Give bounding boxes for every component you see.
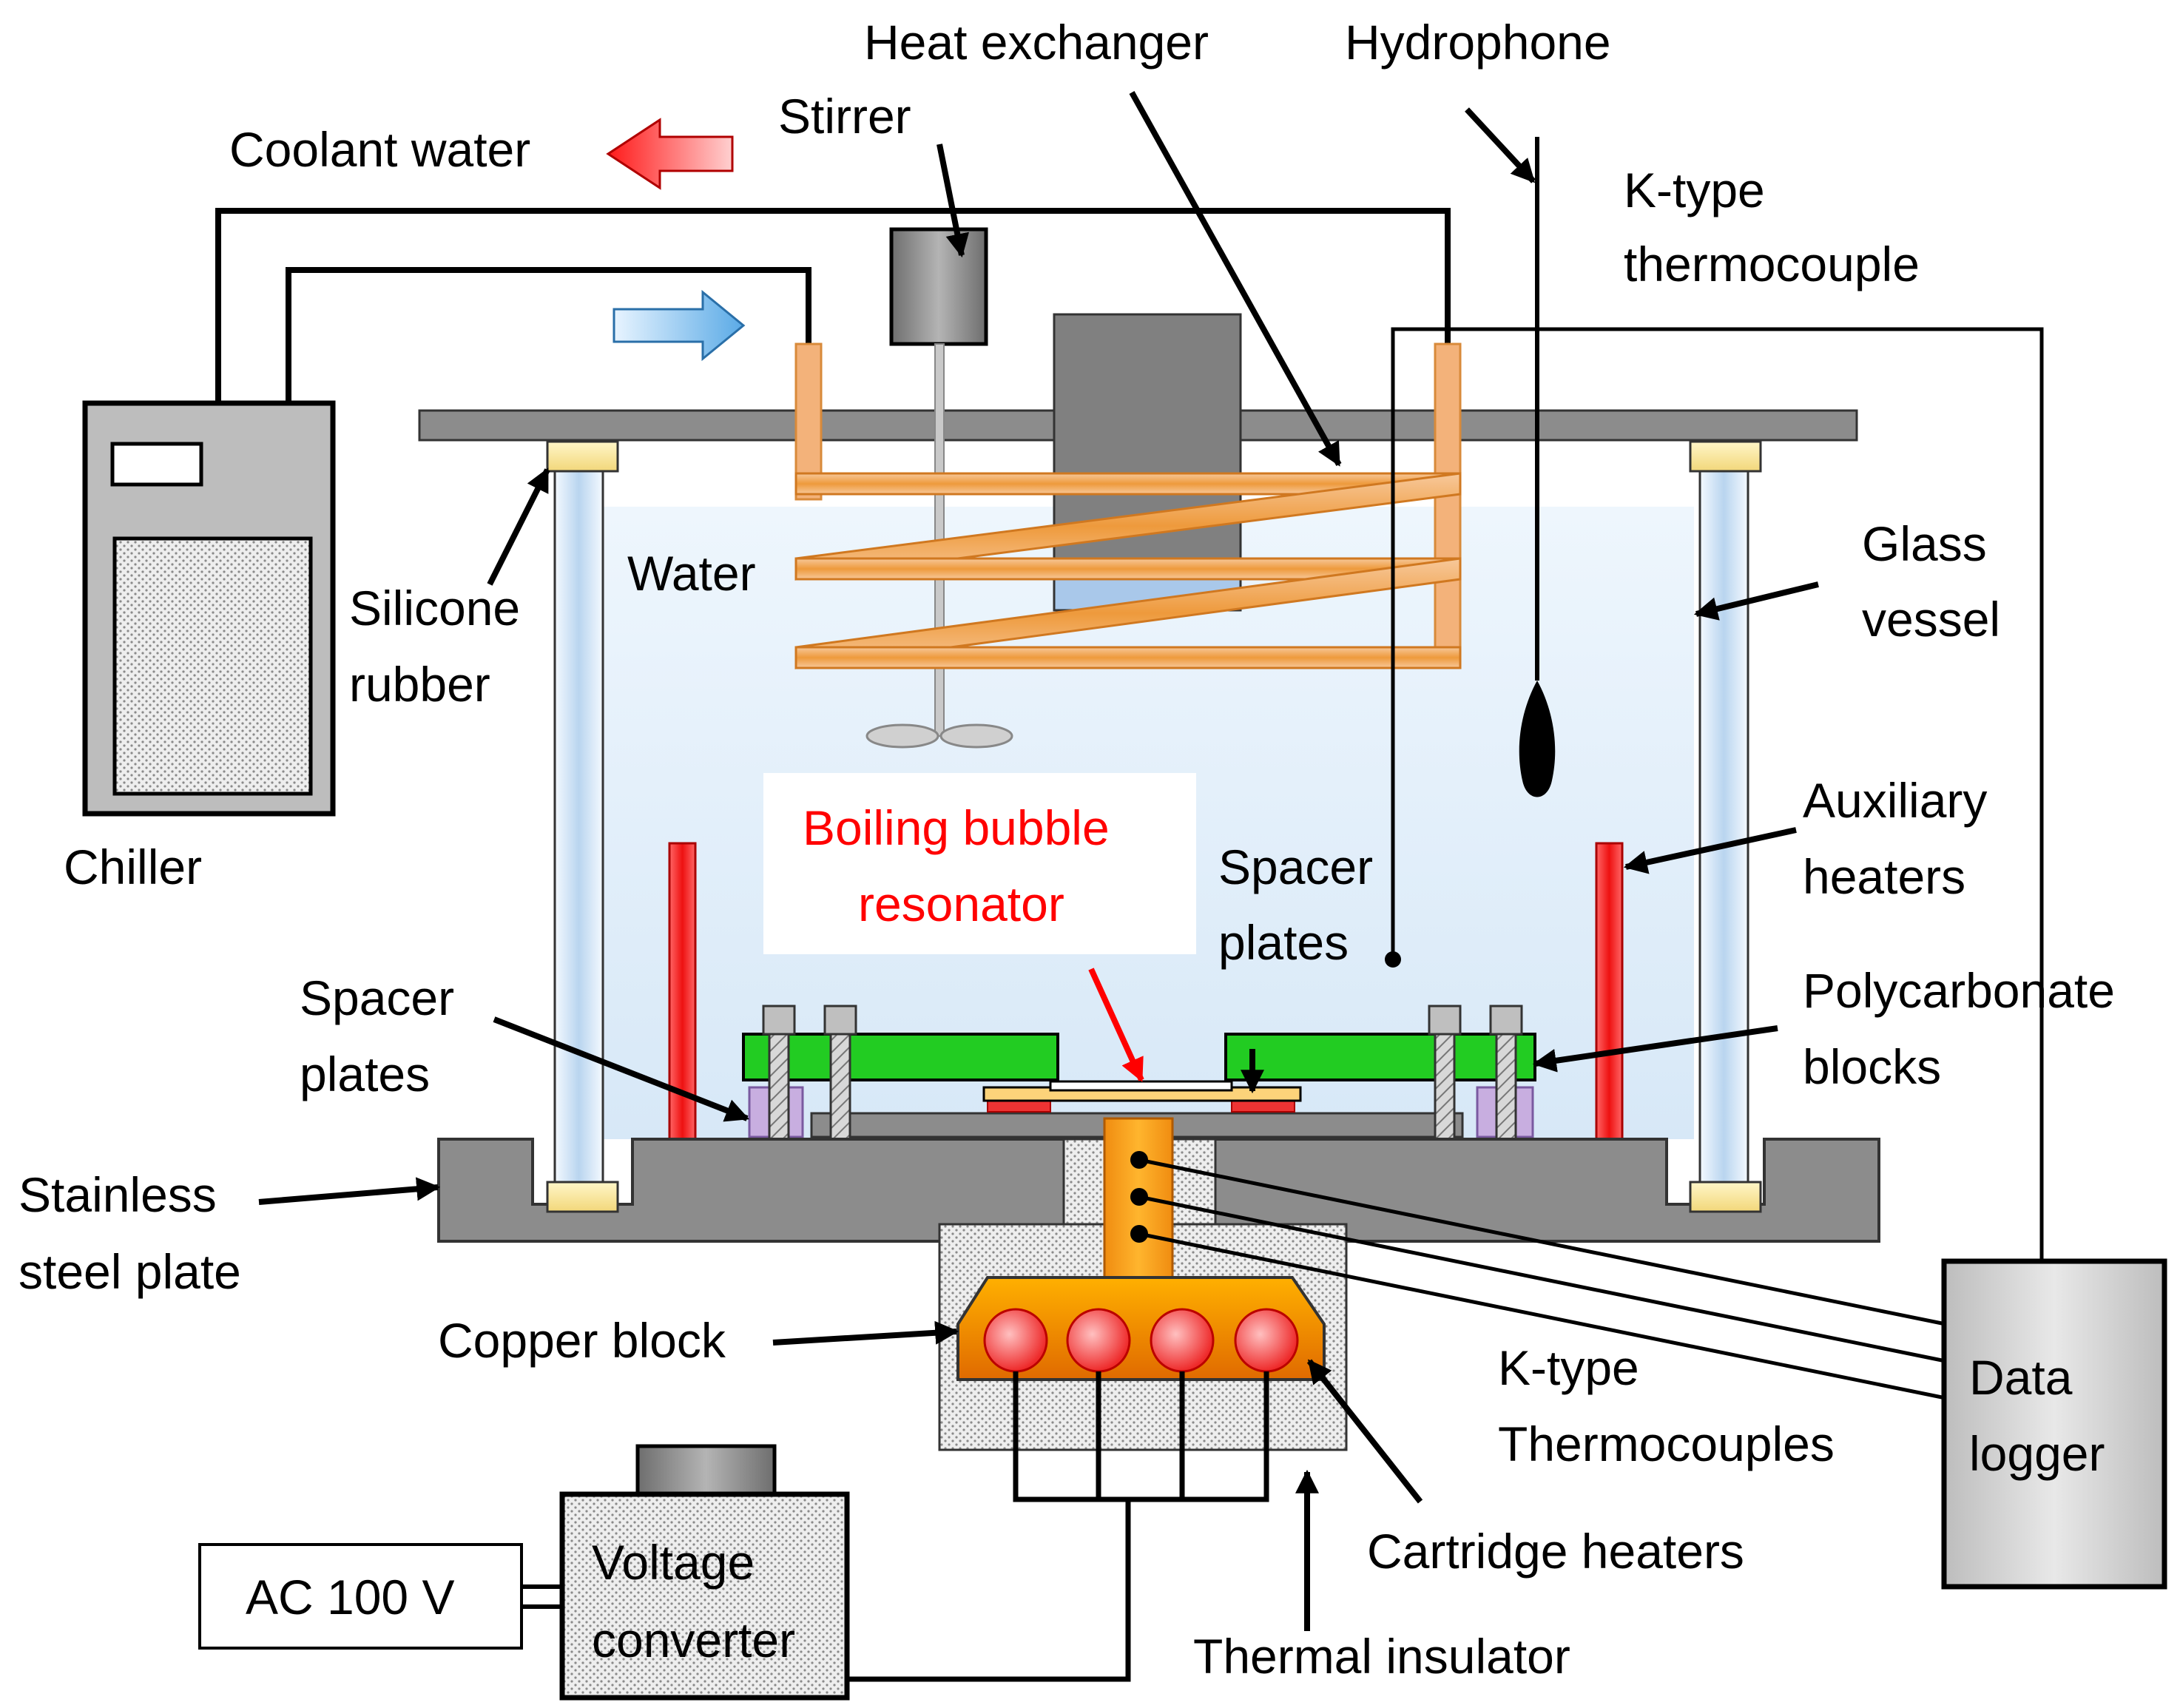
- hydrophone: [1519, 137, 1556, 797]
- silicone-rubber-pad-bottom-left: [546, 1181, 619, 1213]
- label-chiller: Chiller: [64, 840, 202, 894]
- label-silicone-rubber-line1: Silicone: [349, 581, 520, 635]
- voltage-converter: [559, 1491, 850, 1701]
- k-type-thermocouple-tip: [1385, 951, 1401, 968]
- data-logger: [1941, 1258, 2167, 1590]
- coolant-outflow-arrow: [606, 118, 734, 190]
- label-auxiliary-heaters-line1: Auxiliary: [1803, 773, 1987, 828]
- label-ac-100v: AC 100 V: [246, 1570, 455, 1624]
- label-heat-exchanger: Heat exchanger: [864, 15, 1209, 70]
- bolts: [762, 1005, 1523, 1158]
- label-polycarbonate-blocks-line1: Polycarbonate: [1803, 963, 2115, 1018]
- label-hydrophone: Hydrophone: [1345, 15, 1611, 70]
- label-data-logger-line2: logger: [1969, 1426, 2105, 1481]
- label-voltage-converter-line2: converter: [592, 1613, 795, 1667]
- resonator-label-box: [763, 773, 1196, 954]
- heat-exchanger-coil: [794, 472, 1462, 669]
- silicone-rubber-pad-top-right: [1689, 440, 1762, 473]
- resonator-thin-plate: [1049, 1080, 1233, 1092]
- label-water: Water: [627, 546, 756, 601]
- silicone-rubber-pad-bottom-right: [1689, 1181, 1762, 1213]
- label-stainless-steel-plate-line1: Stainless: [18, 1167, 217, 1222]
- label-resonator-line2: resonator: [858, 877, 1064, 931]
- labels: Coolant water Stirrer Heat exchanger Hyd…: [18, 15, 2115, 1684]
- glass-vessel-right-wall: [1698, 468, 1749, 1196]
- auxiliary-heater-right: [1595, 842, 1624, 1141]
- silicone-rubber-pad-top-left: [546, 440, 619, 473]
- label-k-type-thermocouple-line1: K-type: [1624, 163, 1765, 217]
- glass-vessel-left-wall: [553, 468, 604, 1196]
- voltage-converter-knob: [635, 1444, 777, 1496]
- coolant-inflow-arrow: [613, 289, 746, 362]
- polycarbonate-block-left: [742, 1033, 1059, 1081]
- label-spacer-plates-left-line2: plates: [300, 1047, 430, 1101]
- cartridge-heater-wiring: [845, 1371, 1269, 1682]
- label-copper-block: Copper block: [438, 1313, 726, 1368]
- label-data-logger-line1: Data: [1969, 1350, 2073, 1405]
- label-cartridge-heaters: Cartridge heaters: [1367, 1524, 1744, 1579]
- label-auxiliary-heaters-line2: heaters: [1803, 849, 1965, 904]
- label-coolant-water: Coolant water: [229, 122, 530, 177]
- label-stainless-steel-plate-line2: steel plate: [18, 1244, 241, 1299]
- label-thermal-insulator: Thermal insulator: [1193, 1629, 1570, 1684]
- label-polycarbonate-blocks-line2: blocks: [1803, 1039, 1941, 1094]
- label-spacer-plates-right-line2: plates: [1218, 915, 1349, 970]
- leader-arrows: [258, 91, 1819, 1631]
- label-k-type-thermocouples-line2: Thermocouples: [1498, 1417, 1835, 1471]
- heat-exchanger-outlet-tube: [1434, 342, 1462, 667]
- polycarbonate-block-right: [1224, 1033, 1536, 1081]
- label-resonator-line1: Boiling bubble: [803, 800, 1110, 855]
- resonator-arrow: [1088, 968, 1144, 1082]
- label-spacer-plates-right-line1: Spacer: [1218, 840, 1373, 894]
- k-type-thermocouple-wire: [1391, 327, 2044, 1261]
- chiller: [82, 400, 336, 817]
- thermocouple-wires: [1138, 1158, 1946, 1400]
- label-glass-vessel-line1: Glass: [1862, 516, 1987, 571]
- ac-source-box: [198, 1543, 523, 1650]
- label-spacer-plates-left-line1: Spacer: [300, 971, 454, 1025]
- label-stirrer: Stirrer: [778, 89, 911, 144]
- coolant-outlet-pipe: [215, 208, 1451, 403]
- label-voltage-converter-line1: Voltage: [592, 1535, 755, 1590]
- coolant-inlet-pipe: [286, 267, 811, 403]
- label-k-type-thermocouple-line2: thermocouple: [1624, 237, 1920, 291]
- label-glass-vessel-line2: vessel: [1862, 592, 2000, 647]
- label-k-type-thermocouples-line1: K-type: [1498, 1340, 1639, 1395]
- label-silicone-rubber-line2: rubber: [349, 657, 490, 712]
